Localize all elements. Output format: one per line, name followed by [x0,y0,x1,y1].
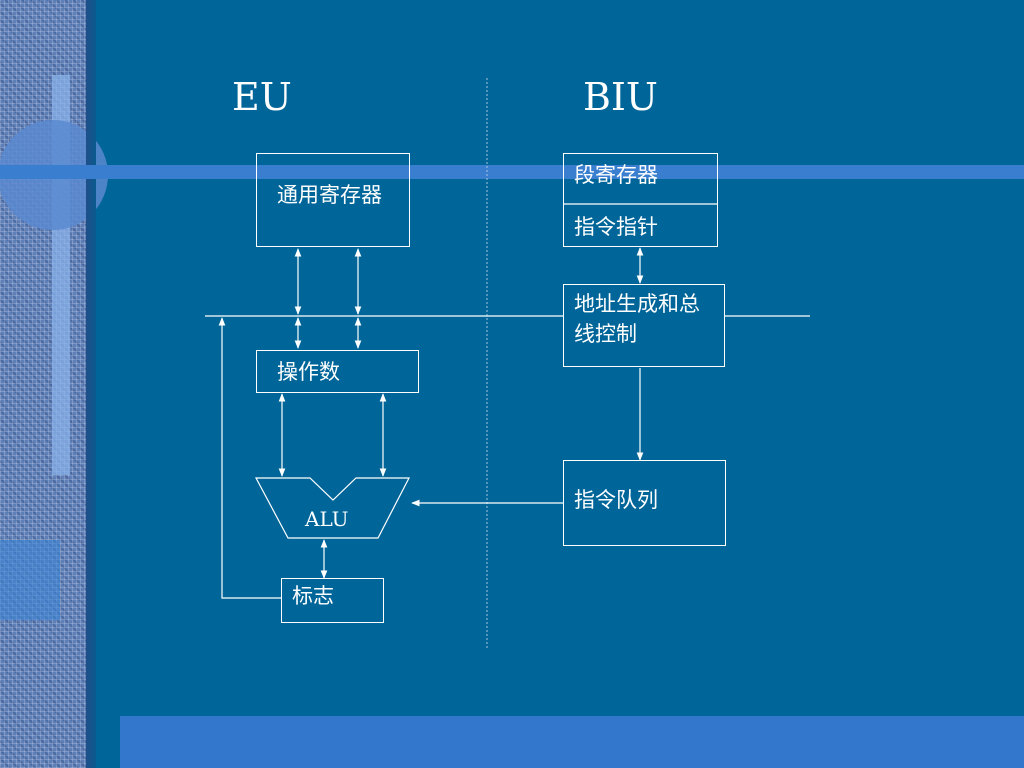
address-bus-control-box: 地址生成和总线控制 [563,284,725,367]
flags-bus-loop [218,317,281,599]
alu-shape [255,477,410,539]
alu-label: ALU [305,507,349,531]
address-bus-control-label: 地址生成和总线控制 [574,292,700,346]
segment-pointer-box: 段寄存器 指令指针 [563,153,718,247]
decorative-bottom-bar [120,716,1024,768]
decorative-block [0,540,60,620]
flags-box: 标志 [281,578,384,623]
instruction-queue-label: 指令队列 [574,488,658,512]
decorative-sidebar-edge [86,0,96,768]
eu-title: EU [232,75,292,119]
flags-label: 标志 [292,584,334,608]
instruction-queue-box: 指令队列 [563,460,726,546]
general-registers-label: 通用寄存器 [277,183,382,207]
segment-registers-label: 段寄存器 [574,163,658,187]
general-registers-box: 通用寄存器 [256,153,410,247]
instruction-pointer-label: 指令指针 [574,215,658,239]
biu-title: BIU [583,75,658,119]
operands-label: 操作数 [277,360,340,384]
operands-box: 操作数 [256,350,419,393]
